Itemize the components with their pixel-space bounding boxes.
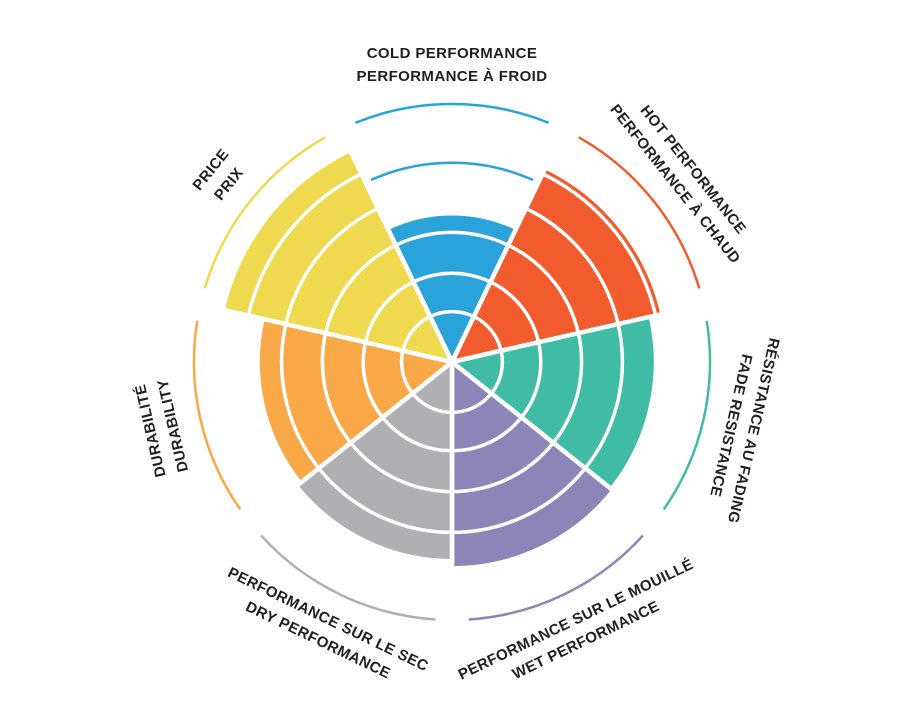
dry-performance-outer-arc [260,534,436,621]
ring-circle [361,271,543,453]
durability-wedge [255,316,458,487]
wet-performance-outer-arc [468,534,644,621]
price-outer-arc [203,136,326,289]
dry-performance-wedge [293,357,455,564]
cold-performance-outer-arc [354,102,550,124]
fade-resistance-outer-arc [662,320,712,511]
price-wedge [220,147,457,366]
cold-performance-wedge [384,210,520,368]
hot-performance-outer-arc [578,136,701,289]
ring-circle [241,151,663,573]
ring-circle [279,189,625,535]
durability-outer-arc [192,320,242,511]
ring-circle [320,230,584,494]
ring-circle [399,309,505,415]
hot-performance-wedge [447,164,666,366]
cold-performance-reference-arc [370,161,534,182]
